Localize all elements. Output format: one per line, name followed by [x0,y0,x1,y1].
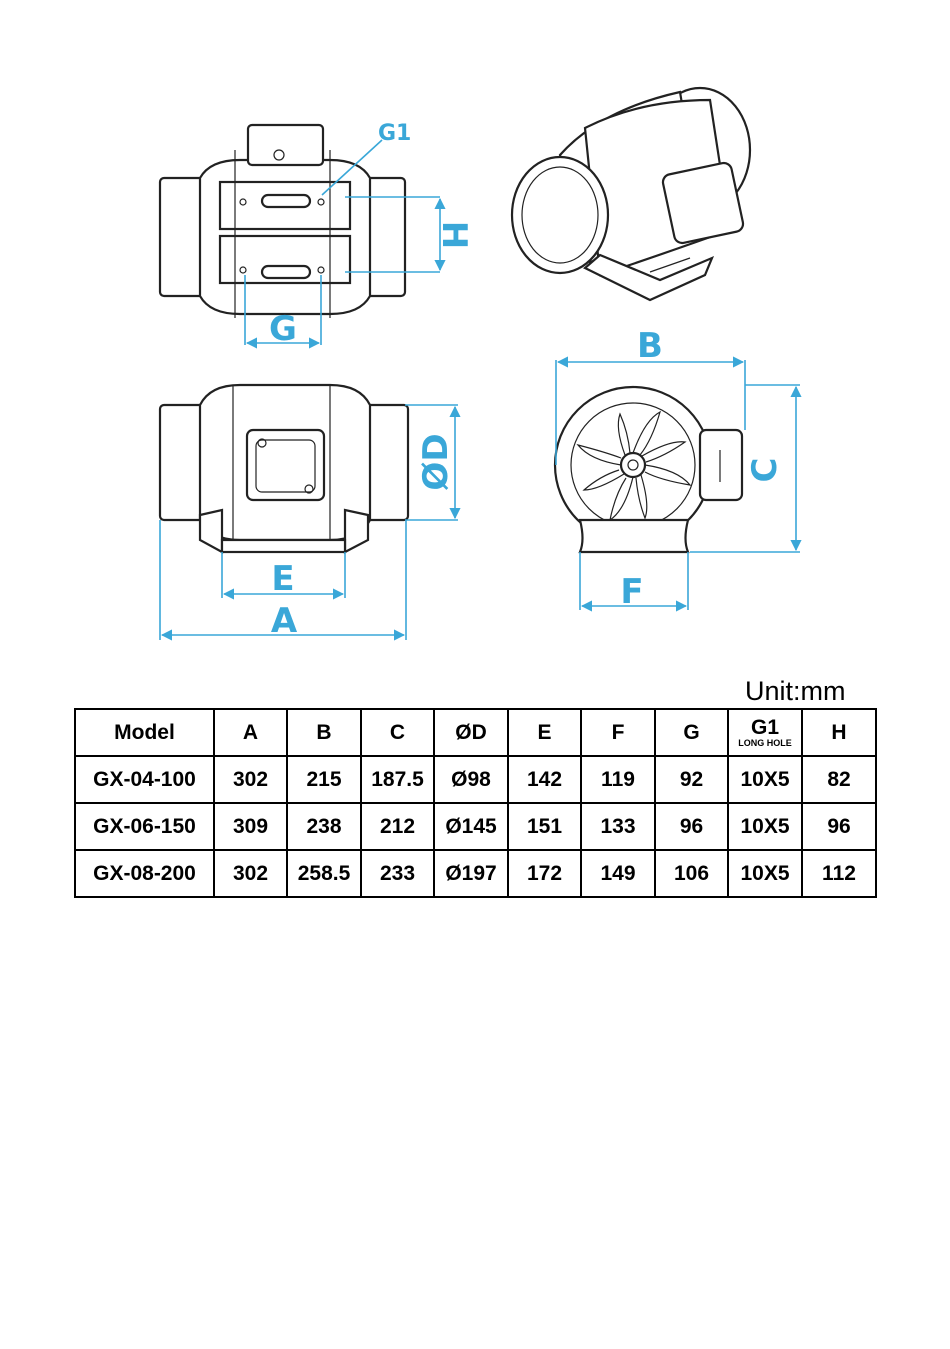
table-cell: 92 [655,756,728,803]
table-header-row: Model A B C ØD E F G G1 LONG HOLE H [75,709,876,756]
dim-label-a: A [271,601,298,641]
table-cell: GX-08-200 [75,850,214,897]
table-cell: 151 [508,803,581,850]
table-cell: 106 [655,850,728,897]
table-cell: 142 [508,756,581,803]
spec-table: Model A B C ØD E F G G1 LONG HOLE H GX-0… [74,708,877,898]
dim-label-f: F [620,572,643,612]
dim-label-g1: G1 [378,121,411,146]
dim-label-b: B [637,326,663,366]
unit-label: Unit:mm [745,676,846,707]
table-cell: 96 [655,803,728,850]
header-c: C [361,709,434,756]
front-view [160,385,408,552]
header-model: Model [75,709,214,756]
table-row: GX-08-200 302 258.5 233 Ø197 172 149 106… [75,850,876,897]
header-a: A [214,709,287,756]
table-cell: 215 [287,756,361,803]
header-e: E [508,709,581,756]
technical-drawing: G1 H G ØD E [0,0,950,670]
table-cell: 302 [214,756,287,803]
dim-label-h: H [434,221,474,249]
header-g: G [655,709,728,756]
dim-label-g: G [269,309,297,349]
table-cell: 10X5 [728,756,802,803]
header-f: F [581,709,655,756]
dim-label-d: ØD [416,433,456,490]
header-g1: G1 LONG HOLE [728,709,802,756]
table-cell: GX-06-150 [75,803,214,850]
table-cell: GX-04-100 [75,756,214,803]
table-cell: 112 [802,850,876,897]
table-cell: 309 [214,803,287,850]
table-cell: 302 [214,850,287,897]
table-row: GX-04-100 302 215 187.5 Ø98 142 119 92 1… [75,756,876,803]
side-view [555,387,742,552]
dim-label-e: E [271,559,294,599]
header-g1-note: LONG HOLE [729,739,801,748]
table-cell: 258.5 [287,850,361,897]
table-cell: 10X5 [728,850,802,897]
dim-label-c: C [745,458,785,483]
table-cell: 119 [581,756,655,803]
table-cell: 149 [581,850,655,897]
header-h: H [802,709,876,756]
table-cell: Ø145 [434,803,508,850]
table-cell: 82 [802,756,876,803]
header-g1-label: G1 [751,716,779,739]
table-cell: 233 [361,850,434,897]
table-cell: Ø197 [434,850,508,897]
table-cell: 212 [361,803,434,850]
table-cell: 10X5 [728,803,802,850]
header-d: ØD [434,709,508,756]
top-view [160,125,405,318]
table-cell: 96 [802,803,876,850]
perspective-view [512,88,750,300]
table-cell: 187.5 [361,756,434,803]
header-b: B [287,709,361,756]
table-cell: 133 [581,803,655,850]
table-cell: 172 [508,850,581,897]
table-cell: Ø98 [434,756,508,803]
table-row: GX-06-150 309 238 212 Ø145 151 133 96 10… [75,803,876,850]
table-cell: 238 [287,803,361,850]
